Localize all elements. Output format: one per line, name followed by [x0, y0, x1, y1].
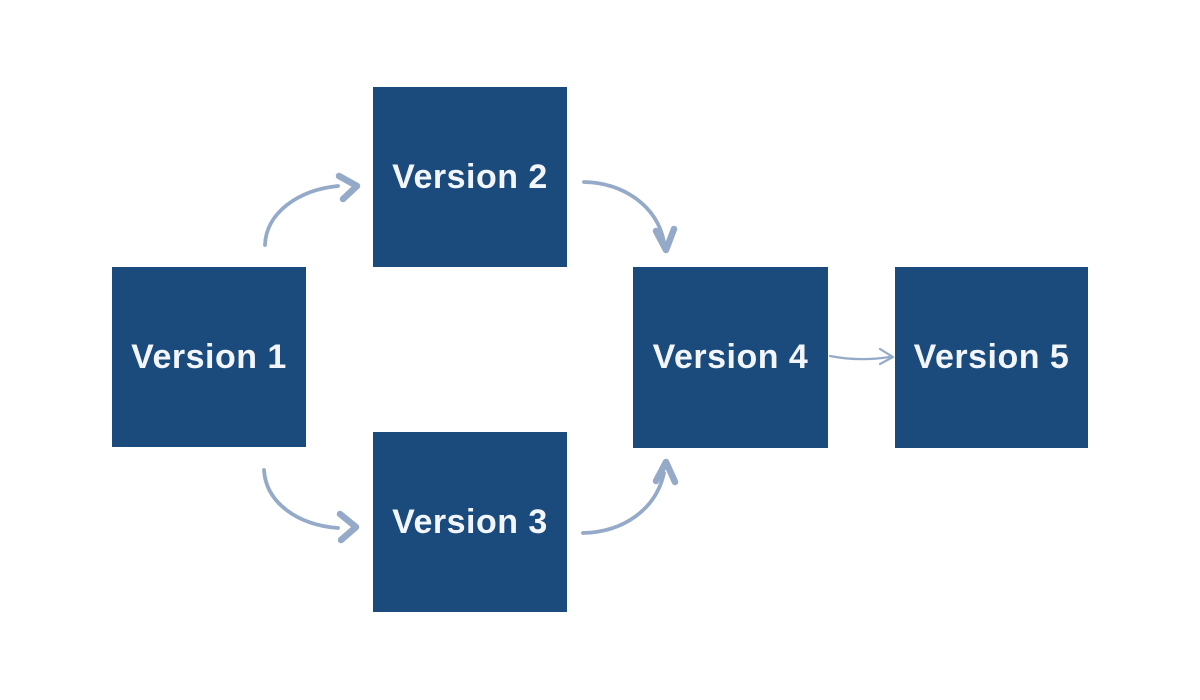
node-version-1-label: Version 1	[131, 337, 287, 376]
node-version-2-label: Version 2	[392, 157, 548, 196]
node-version-3: Version 3	[373, 432, 567, 612]
node-version-4: Version 4	[633, 267, 828, 448]
node-version-5-label: Version 5	[913, 338, 1070, 376]
node-version-3-label: Version 3	[392, 502, 548, 541]
arrow-version3-to-version4	[581, 458, 679, 535]
node-version-2: Version 2	[373, 87, 567, 267]
arrow-version1-to-version3	[262, 468, 360, 544]
node-version-5: Version 5	[895, 267, 1088, 448]
arrow-version1-to-version2	[263, 172, 361, 247]
node-version-1: Version 1	[112, 267, 306, 447]
arrow-version4-to-version5	[828, 347, 895, 366]
arrow-version2-to-version4	[582, 180, 678, 254]
node-version-4-label: Version 4	[652, 338, 809, 376]
